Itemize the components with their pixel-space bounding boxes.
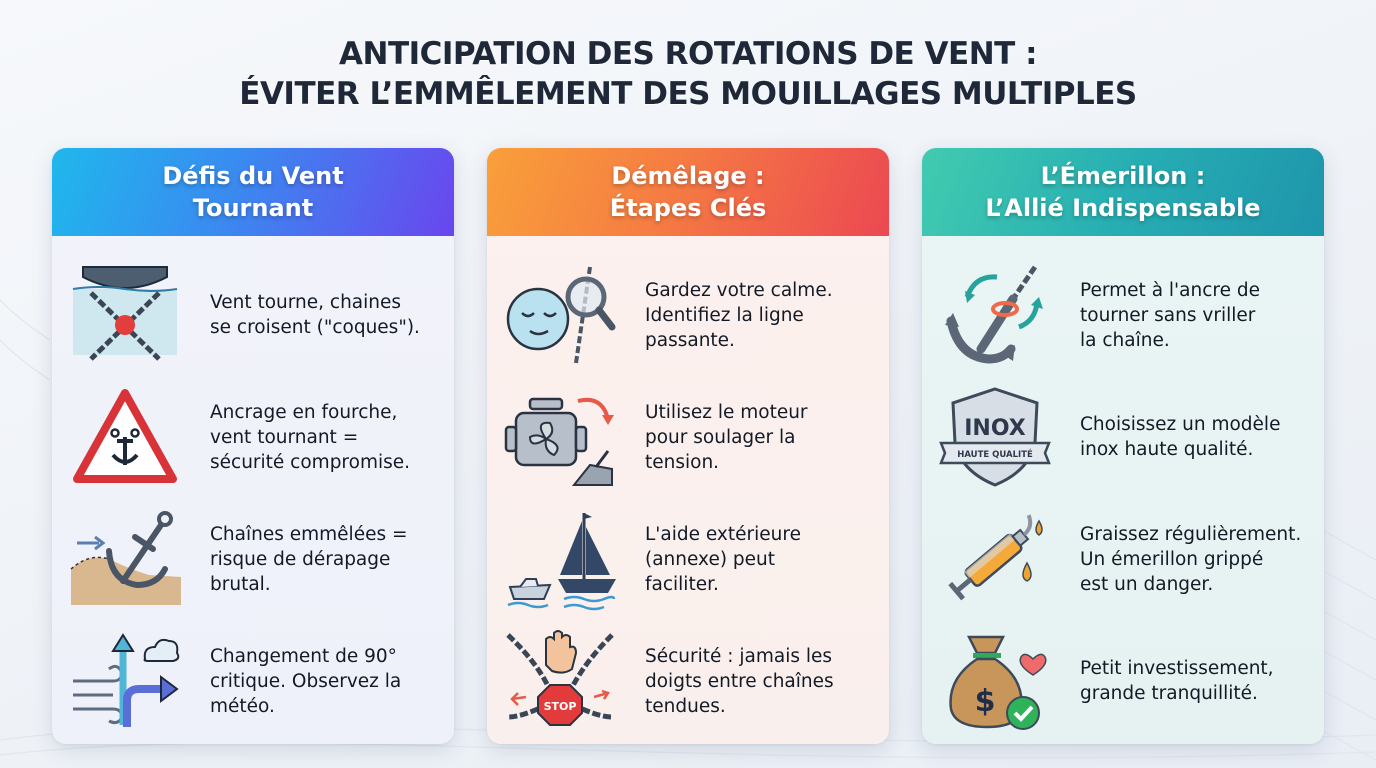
- quality-badge-label: HAUTE QUALITÉ: [957, 448, 1033, 460]
- card-header-title: Démêlage : Étapes Clés: [609, 162, 767, 222]
- page-title-line-2: ÉVITER L’EMMÊLEMENT DES MOUILLAGES MULTI…: [239, 76, 1137, 112]
- item-text: Sécurité : jamais les doigts entre chaîn…: [645, 645, 834, 717]
- item-text: Chaînes emmêlées = risque de dérapage br…: [210, 523, 408, 595]
- list-item: L'aide extérieure (annexe) peut facilite…: [501, 498, 875, 620]
- list-item: Permet à l'ancre de tourner sans vriller…: [936, 254, 1310, 376]
- wind-direction-change-icon: [66, 626, 184, 736]
- list-item: Ancrage en fourche, vent tournant = sécu…: [66, 376, 440, 498]
- swivel-anchor-icon: [936, 260, 1054, 370]
- stop-hand-chains-icon: STOP: [501, 626, 619, 736]
- list-item: Vent tourne, chaines se croisent ("coque…: [66, 254, 440, 376]
- list-item: INOX HAUTE QUALITÉ Choisissez un modèle …: [936, 376, 1310, 498]
- list-item: Graissez régulièrement. Un émerillon gri…: [936, 498, 1310, 620]
- sailboat-dinghy-icon: [501, 504, 619, 614]
- crossed-chains-boat-icon: [66, 260, 184, 370]
- list-item: STOP Sécurité : jamais les doigts entre …: [501, 620, 875, 742]
- item-text: Petit investissement, grande tranquillit…: [1080, 658, 1274, 704]
- list-item: Utilisez le moteur pour soulager la tens…: [501, 376, 875, 498]
- inox-badge-label: INOX: [964, 416, 1026, 441]
- anchor-dragging-icon: [66, 504, 184, 614]
- item-text: L'aide extérieure (annexe) peut facilite…: [645, 523, 801, 595]
- stop-sign-label: STOP: [544, 700, 577, 713]
- inox-shield-icon: INOX HAUTE QUALITÉ: [936, 382, 1054, 492]
- list-item: $ Petit investissement, grande tranquill…: [936, 620, 1310, 742]
- list-item: Changement de 90° critique. Observez la …: [66, 620, 440, 742]
- item-text: Choisissez un modèle inox haute qualité.: [1080, 414, 1281, 460]
- list-item: Chaînes emmêlées = risque de dérapage br…: [66, 498, 440, 620]
- card-wind-challenges: Défis du Vent Tournant Vent tourne, chai…: [52, 148, 454, 744]
- dollar-symbol: $: [975, 684, 996, 719]
- item-text: Changement de 90° critique. Observez la …: [210, 645, 402, 717]
- card-untangling-steps: Démêlage : Étapes Clés Gardez votre calm…: [487, 148, 889, 744]
- item-text: Graissez régulièrement. Un émerillon gri…: [1080, 523, 1302, 595]
- engine-propeller-icon: [501, 382, 619, 492]
- item-text: Vent tourne, chaines se croisent ("coque…: [210, 292, 420, 338]
- card-header-title: Défis du Vent Tournant: [162, 162, 344, 222]
- card-header: L’Émerillon : L’Allié Indispensable: [922, 148, 1324, 236]
- list-item: Gardez votre calme. Identifiez la ligne …: [501, 254, 875, 376]
- card-swivel-ally: L’Émerillon : L’Allié Indispensable: [922, 148, 1324, 744]
- warning-anchor-triangle-icon: [66, 382, 184, 492]
- grease-gun-icon: [936, 504, 1054, 614]
- item-text: Permet à l'ancre de tourner sans vriller…: [1080, 279, 1260, 351]
- item-text: Gardez votre calme. Identifiez la ligne …: [645, 279, 833, 351]
- card-header-title: L’Émerillon : L’Allié Indispensable: [985, 162, 1261, 222]
- page-title: ANTICIPATION DES ROTATIONS DE VENT : ÉVI…: [0, 34, 1376, 114]
- page-title-line-1: ANTICIPATION DES ROTATIONS DE VENT :: [339, 36, 1037, 72]
- calm-face-magnifier-icon: [501, 260, 619, 370]
- item-text: Utilisez le moteur pour soulager la tens…: [645, 401, 808, 473]
- card-header: Défis du Vent Tournant: [52, 148, 454, 236]
- item-text: Ancrage en fourche, vent tournant = sécu…: [210, 401, 411, 473]
- money-bag-check-icon: $: [936, 626, 1054, 736]
- card-header: Démêlage : Étapes Clés: [487, 148, 889, 236]
